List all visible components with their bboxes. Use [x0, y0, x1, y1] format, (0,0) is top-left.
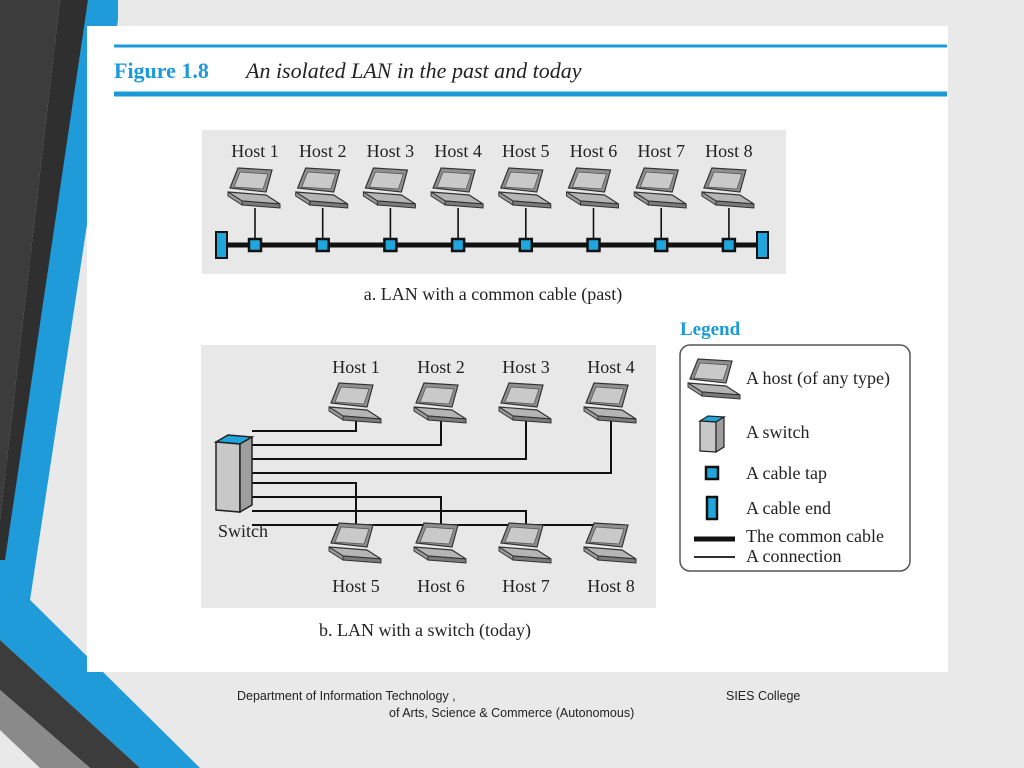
cable-tap-8 [721, 237, 737, 253]
switch-host-label-7: Host 7 [502, 576, 550, 596]
cable-tap-2 [315, 237, 330, 253]
panel-common-cable [202, 130, 786, 274]
connection-bottom-1 [252, 482, 357, 527]
legend-end-label: A cable end [746, 498, 831, 518]
figure-title: An isolated LAN in the past and today [244, 58, 582, 83]
host-label-5: Host 5 [502, 141, 550, 161]
cable-tap-3 [383, 237, 398, 253]
legend-title: Legend [680, 319, 741, 340]
switch-host-label-3: Host 3 [502, 357, 550, 377]
footer-dept: Department of Information Technology , [237, 689, 456, 703]
legend-end-icon [705, 495, 719, 521]
host-label-7: Host 7 [637, 141, 685, 161]
figure-number: Figure 1.8 [114, 58, 209, 83]
part-a-hosts: Host 1 Host 2 Host 3 Host 4 Host 5 Host 6 Host… [227, 141, 755, 240]
switch-host-label-5: Host 5 [332, 576, 380, 596]
legend-switch-label: A switch [746, 422, 810, 442]
switch-host-label-1: Host 1 [332, 357, 380, 377]
host-label-4: Host 4 [434, 141, 482, 161]
legend-switch-icon [698, 415, 726, 454]
cable-tap-5 [518, 237, 534, 253]
host-label-1: Host 1 [231, 141, 279, 161]
connection-top-4 [252, 421, 612, 474]
blue-stripe-bottom [0, 590, 200, 768]
host-label-8: Host 8 [705, 141, 753, 161]
cable-tap-6 [586, 237, 601, 253]
connection-top-1 [252, 421, 357, 432]
switch-host-label-6: Host 6 [417, 576, 465, 596]
switch-icon [213, 434, 255, 514]
legend-common-label: The common cable [746, 526, 884, 546]
footer-college: SIES College [726, 689, 801, 703]
legend-connection-label: A connection [746, 546, 841, 566]
switch-host-label-8: Host 8 [587, 576, 635, 596]
host-label-3: Host 3 [367, 141, 415, 161]
cable-end-right [756, 231, 769, 259]
legend-tap-icon [704, 465, 720, 481]
footer-college-line2: of Arts, Science & Commerce (Autonomous) [389, 706, 635, 720]
gray-stripe-bottom [0, 690, 90, 768]
connection-top-3 [252, 421, 527, 460]
legend-tap-label: A cable tap [746, 463, 827, 483]
legend-box [679, 344, 911, 572]
connection-bottom-2 [252, 496, 442, 527]
switch-label: Switch [218, 521, 268, 541]
part-a-taps [247, 237, 737, 253]
caption-part-a: a. LAN with a common cable (past) [364, 284, 622, 305]
host-label-2: Host 2 [299, 141, 347, 161]
switch-host-label-2: Host 2 [417, 357, 465, 377]
caption-part-b: b. LAN with a switch (today) [319, 620, 531, 641]
connection-top-2 [252, 421, 442, 446]
part-b-hosts: Host 1 Host 2 Host 3 Host 4 Host 5 Host 6 Host… [328, 357, 637, 596]
switch-host-label-4: Host 4 [587, 357, 635, 377]
host-label-6: Host 6 [570, 141, 618, 161]
cable-tap-7 [653, 237, 669, 253]
connection-bottom-3 [252, 510, 527, 527]
cable-end-left [215, 231, 228, 259]
dark-stripe-bottom [0, 640, 140, 768]
legend-host-label: A host (of any type) [746, 368, 890, 389]
cable-tap-1 [247, 237, 263, 253]
dark-stripe-thin [0, 0, 88, 560]
cable-tap-4 [450, 237, 466, 253]
